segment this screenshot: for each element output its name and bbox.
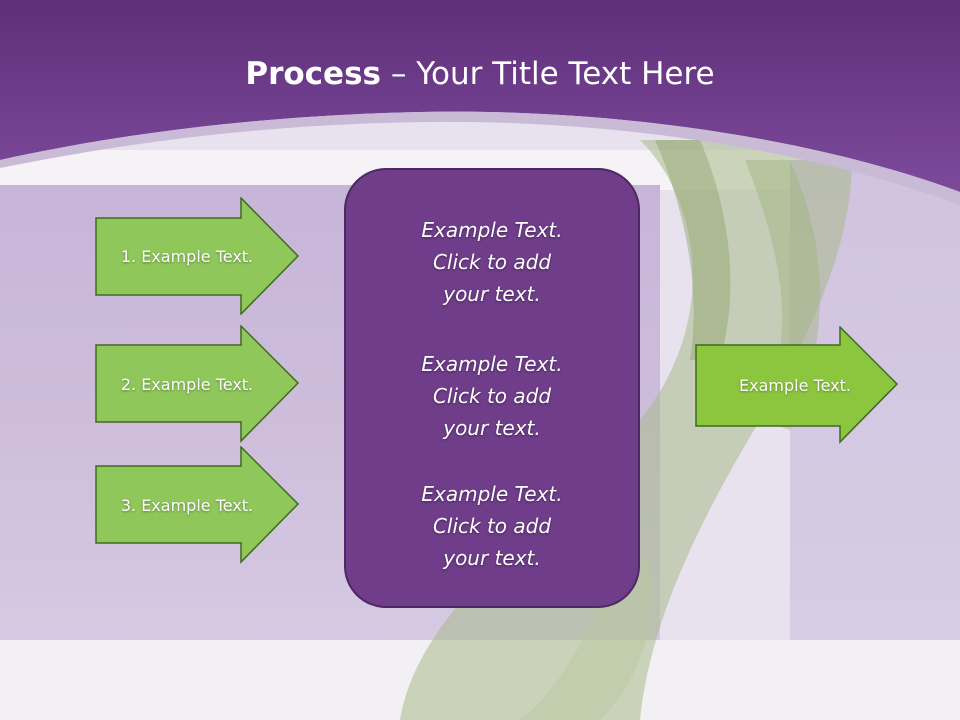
- result-arrow[interactable]: Example Text.: [695, 326, 901, 444]
- slide-title: Process – Your Title Text Here: [0, 52, 960, 96]
- process-arrow-label-2: 2. Example Text.: [120, 374, 254, 394]
- center-text-block-2: Example Text. Click to add your text.: [346, 348, 638, 444]
- center-text-line: Click to add: [432, 514, 552, 538]
- arrow-shape-2: [95, 325, 300, 443]
- title-bold-text: Process: [245, 56, 381, 92]
- center-text-block-1: Example Text. Click to add your text.: [346, 214, 638, 310]
- process-arrow-1[interactable]: 1. Example Text.: [95, 197, 301, 315]
- result-arrow-label: Example Text.: [739, 375, 851, 395]
- process-arrow-3[interactable]: 3. Example Text.: [95, 446, 301, 564]
- arrow-shape-3: [95, 446, 300, 564]
- center-text-line: Example Text.: [421, 482, 563, 506]
- title-rest-text: – Your Title Text Here: [381, 56, 715, 92]
- center-text-line: your text.: [443, 546, 541, 570]
- center-text-block-3: Example Text. Click to add your text.: [346, 478, 638, 574]
- center-text-line: Example Text.: [421, 218, 563, 242]
- process-arrow-label-1: 1. Example Text.: [120, 246, 254, 266]
- center-text-line: your text.: [443, 416, 541, 440]
- center-text-box[interactable]: Example Text. Click to add your text. Ex…: [344, 168, 640, 608]
- arrow-shape-result: [695, 326, 899, 444]
- center-text-line: Click to add: [432, 250, 552, 274]
- header-band: [0, 0, 960, 205]
- process-arrow-2[interactable]: 2. Example Text.: [95, 325, 301, 443]
- center-text-line: your text.: [443, 282, 541, 306]
- arrow-shape-1: [95, 197, 300, 315]
- process-arrow-label-3: 3. Example Text.: [120, 495, 254, 515]
- center-text-line: Example Text.: [421, 352, 563, 376]
- center-text-line: Click to add: [432, 384, 552, 408]
